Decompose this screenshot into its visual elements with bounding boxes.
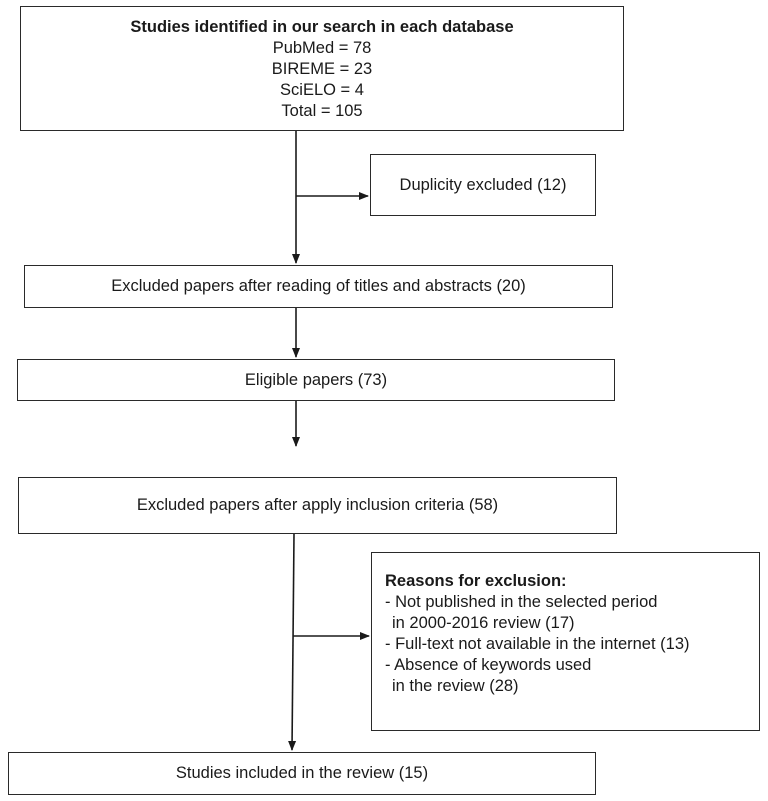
duplicity-excluded-box: Duplicity excluded (12) <box>370 154 596 216</box>
inclusion-criteria-excluded-box: Excluded papers after apply inclusion cr… <box>18 477 617 534</box>
reason-keywords-cont: in the review (28) <box>392 677 519 695</box>
reason-keywords: - Absence of keywords used <box>385 656 592 674</box>
connector-inclusion-to-included <box>288 533 297 751</box>
search-results-box: Studies identified in our search in each… <box>20 6 624 131</box>
titles-abstracts-excluded-box: Excluded papers after reading of titles … <box>24 265 613 308</box>
duplicity-text: Duplicity excluded (12) <box>399 175 567 194</box>
reason-period-cont: in 2000-2016 review (17) <box>392 614 575 632</box>
inclusion-criteria-text: Excluded papers after apply inclusion cr… <box>136 496 499 514</box>
reason-fulltext: - Full-text not available in the interne… <box>385 635 690 653</box>
search-line-bireme: BIREME = 23 <box>271 60 373 78</box>
search-line-total: Total = 105 <box>281 102 363 120</box>
titles-abstracts-text: Excluded papers after reading of titles … <box>111 277 526 295</box>
studies-included-text: Studies included in the review (15) <box>175 764 429 782</box>
search-line-pubmed: PubMed = 78 <box>272 39 372 57</box>
search-line-scielo: SciELO = 4 <box>280 81 364 99</box>
reason-period: - Not published in the selected period <box>385 593 658 611</box>
exclusion-reasons-box: Reasons for exclusion: - Not published i… <box>371 552 760 731</box>
search-box-title: Studies identified in our search in each… <box>130 18 514 36</box>
eligible-papers-text: Eligible papers (73) <box>244 370 388 389</box>
reasons-title: Reasons for exclusion: <box>385 572 567 590</box>
eligible-papers-box: Eligible papers (73) <box>17 359 615 401</box>
studies-included-box: Studies included in the review (15) <box>8 752 596 795</box>
